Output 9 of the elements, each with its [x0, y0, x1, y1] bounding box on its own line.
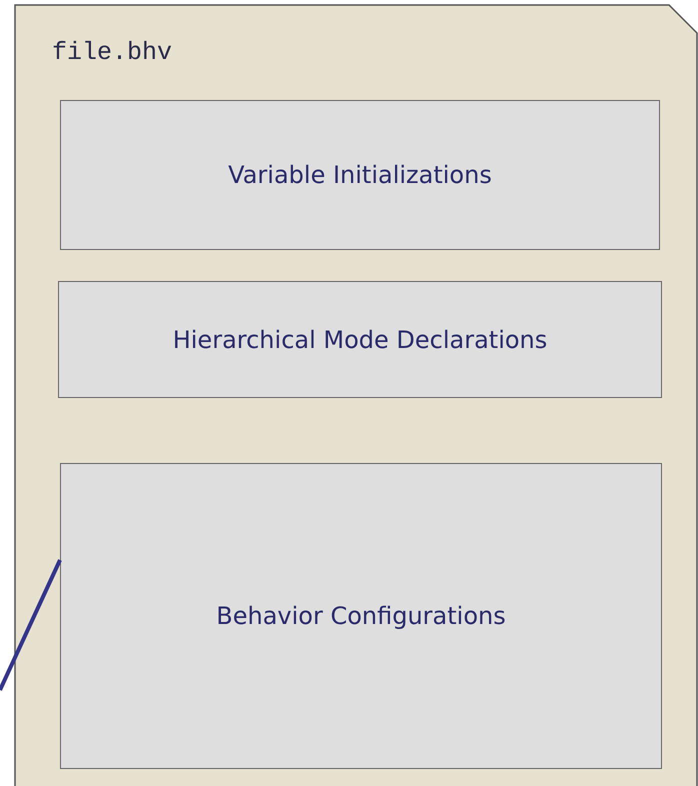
- file-name: file.bhv: [52, 38, 172, 67]
- leader-line: [0, 559, 62, 691]
- section-box: [58, 281, 662, 398]
- section-label: Behavior Configurations: [216, 602, 506, 630]
- section-box: [60, 100, 660, 250]
- section-box: [60, 463, 662, 769]
- section-label: Variable Initializations: [228, 161, 492, 189]
- section-label: Hierarchical Mode Declarations: [172, 326, 548, 354]
- file-document: [14, 4, 698, 786]
